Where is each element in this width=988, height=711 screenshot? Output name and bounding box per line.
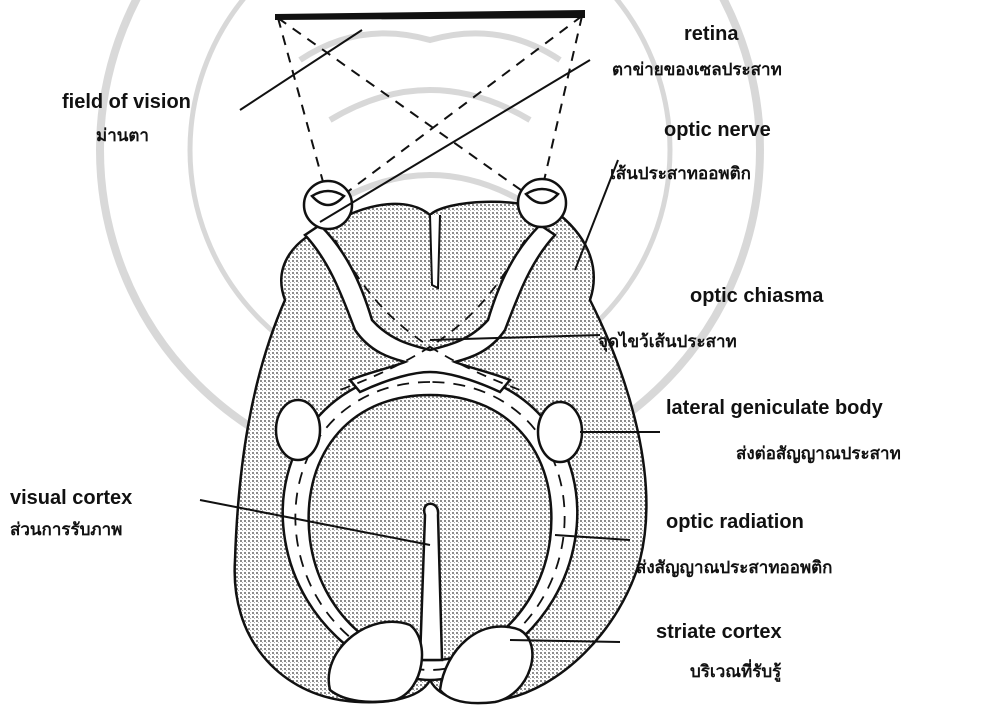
striate-cortex-label: striate cortex [656, 620, 782, 644]
optic-radiation-label: optic radiation [666, 510, 804, 534]
optic-chiasma-label: optic chiasma [690, 284, 823, 308]
optic-nerve-label: optic nerve [664, 118, 771, 142]
lateral-geniculate-body-label: lateral geniculate body [666, 396, 883, 420]
striate-cortex-thai-label: บริเวณที่รับรู้ [690, 660, 781, 684]
retina-thai-label: ตาข่ายของเซลประสาท [612, 58, 782, 82]
optic-chiasma-thai-label: จุดไขว้เส้นประสาท [598, 330, 737, 354]
left-eye [304, 181, 352, 229]
lateral-geniculate-body-thai-label: ส่งต่อสัญญาณประสาท [736, 442, 901, 466]
optic-radiation-thai-label: ส่งสัญญาณประสาทออพติก [636, 556, 832, 580]
field-of-vision-bar [275, 10, 585, 20]
frontal-fissure [430, 215, 440, 288]
field-of-vision-label: field of vision [62, 90, 191, 114]
right-eye [518, 179, 566, 227]
visual-cortex-thai-label: ส่วนการรับภาพ [10, 518, 122, 542]
left-lateral-geniculate-body [276, 400, 320, 460]
right-lateral-geniculate-body [538, 402, 582, 462]
visual-cortex-label: visual cortex [10, 486, 132, 510]
optic-nerve-thai-label: เส้นประสาทออพติก [610, 162, 751, 186]
retina-label: retina [684, 22, 738, 46]
field-of-vision-thai-label: ม่านตา [96, 124, 149, 148]
